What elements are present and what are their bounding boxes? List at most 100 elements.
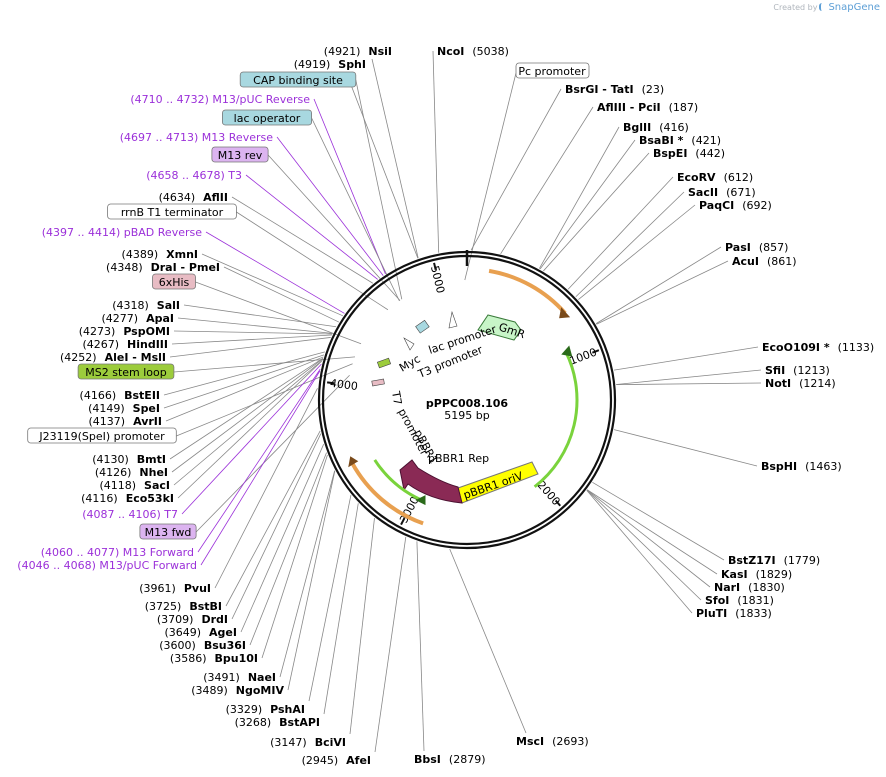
feature-leader-line [195,281,362,345]
enzyme-leader-line [586,489,718,575]
primer-leader-line [181,363,322,515]
primer-label: (4658 .. 4678) T3 [146,169,242,182]
enzyme-name: BstBI [189,600,222,613]
tick-1000 [591,349,600,354]
enzyme-position: (3491) [203,671,240,684]
enzyme-position: (3725) [145,600,182,613]
enzyme-position: (1463) [805,460,842,473]
enzyme-leader-line [169,337,331,358]
enzyme-site-label: (4389)XmnI [122,248,198,261]
enzyme-leader-line [371,58,419,259]
enzyme-position: (4348) [106,261,143,274]
enzyme-leader-line [449,548,527,734]
enzyme-position: (1133) [838,341,875,354]
enzyme-name: DraI - PmeI [151,261,220,274]
enzyme-leader-line [183,304,337,328]
enzyme-name: NarI [714,581,740,594]
credit-prefix: Created by [773,3,818,12]
primer-leader-line [245,174,378,280]
enzyme-position: (612) [724,171,754,184]
enzyme-name: PshAI [270,703,305,716]
enzyme-leader-line [586,489,711,588]
enzyme-name: PluTI [696,607,727,620]
enzyme-position: (861) [767,255,797,268]
enzyme-position: (3600) [159,639,196,652]
plasmid-name: pPPC008.106 [426,397,509,410]
enzyme-position: (4921) [324,45,361,58]
enzyme-leader-line [613,429,758,467]
enzyme-name: BsaBI * [639,134,684,147]
enzyme-position: (3489) [191,684,228,697]
enzyme-leader-line [349,518,375,735]
primer-leader-line [200,370,321,566]
enzyme-name: ApaI [146,312,174,325]
enzyme-name: AvrII [133,415,162,428]
enzyme-leader-line [543,152,650,272]
enzyme-name: Eco53kI [126,492,174,505]
enzyme-site-label: (4116)Eco53kI [81,492,174,505]
enzyme-position: (3961) [139,582,176,595]
enzyme-leader-line [231,196,374,284]
enzyme-site-label: (4919)SphI [294,58,366,71]
enzyme-position: (857) [759,241,789,254]
enzyme-leader-line [538,126,620,269]
enzyme-position: (4267) [82,338,119,351]
enzyme-name: BspHI [761,460,797,473]
arrow-head-icon [348,456,359,468]
feature-leader-line [311,117,400,302]
enzyme-position: (4919) [294,58,331,71]
enzyme-leader-line [165,356,324,422]
enzyme-position: (4252) [60,351,97,364]
enzyme-name: PaqCI [699,199,734,212]
t7-label: T7 [389,389,404,406]
primer-label: (4710 .. 4732) M13/pUC Reverse [130,93,310,106]
enzyme-position: (4137) [89,415,126,428]
enzyme-position: (1213) [793,364,830,377]
feature-label: M13 rev [218,149,263,162]
enzyme-leader-line [173,330,333,335]
feature-leader-line [267,154,401,301]
enzyme-site-label: PasI(857) [725,241,788,254]
enzyme-leader-line [575,191,685,298]
enzyme-position: (4273) [79,325,116,338]
enzyme-leader-line [323,503,359,715]
primer-leader-line [276,136,384,276]
enzyme-name: NaeI [248,671,276,684]
enzyme-site-label: (4166)BstEII [80,389,160,402]
primer-leader-line [197,368,321,553]
enzyme-position: (421) [691,134,721,147]
arrow-head-icon [415,495,426,506]
enzyme-site-label: BsaBI * (421) [639,134,721,147]
enzyme-site-label: (3268)BstAPI [235,716,320,729]
feature-box [77,363,175,380]
enzyme-position: (4166) [80,389,117,402]
enzyme-name: BstZ17I [728,554,776,567]
enzyme-leader-line [595,246,722,324]
enzyme-name: KasI [721,568,748,581]
enzyme-leader-line [279,470,336,678]
arrow-head-icon [559,307,571,319]
enzyme-name: SalI [157,299,180,312]
leader-lines [163,50,762,753]
enzyme-name: NsiI [368,45,392,58]
enzyme-site-label: (3329)PshAI [226,703,305,716]
enzyme-name: BsrGI - TatI [565,83,634,96]
enzyme-site-label: (4634)AflII [159,191,228,204]
tick-3000 [400,517,406,526]
enzyme-name: NgoMIV [236,684,285,697]
enzyme-position: (442) [695,147,725,160]
enzyme-position: (2945) [302,754,339,767]
his-tag-glyph [371,378,385,387]
pc-region-arc [488,268,567,315]
plasmid-size: 5195 bp [444,409,489,422]
enzyme-name: EcoRV [677,171,716,184]
enzyme-name: BspEI [653,147,687,160]
enzyme-leader-line [586,489,702,601]
enzyme-site-label: (4318)SalI [112,299,180,312]
enzyme-name: SacI [144,479,170,492]
enzyme-name: AflII [203,191,228,204]
feature-label: J23119(SpeI) promoter [38,430,165,443]
enzyme-leader-line [240,444,325,633]
feature-box [139,523,197,540]
